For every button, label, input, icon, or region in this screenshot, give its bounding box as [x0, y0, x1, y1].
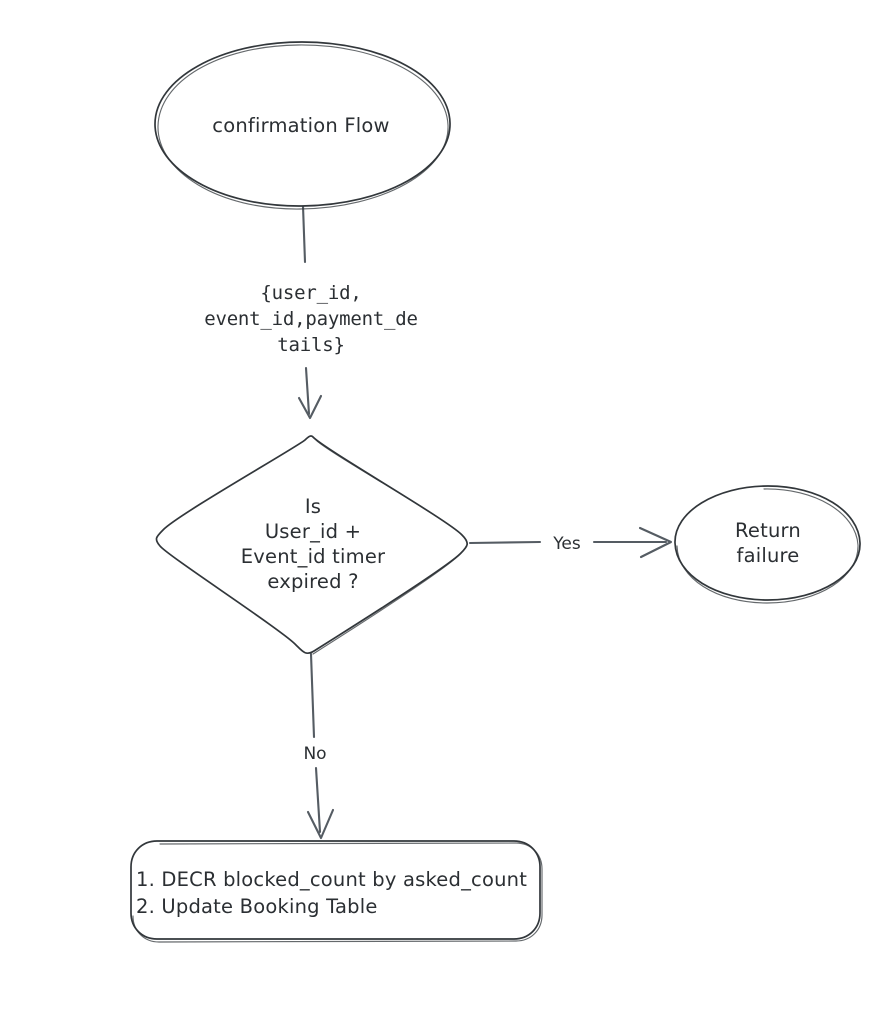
- process-line-2: 2. Update Booking Table: [136, 895, 378, 918]
- edge-payload-line-1: {user_id,: [260, 282, 361, 304]
- failure-ellipse-sketch-stroke: [676, 488, 859, 604]
- arrowhead-into-process: [306, 808, 335, 840]
- decision-diamond-sketch-stroke: [312, 439, 468, 655]
- decision-line-4: expired ?: [267, 570, 358, 593]
- process-rect-sketch-stroke: [132, 842, 543, 943]
- edge-payload-line-3: tails}: [277, 334, 344, 356]
- node-decision[interactable]: Is User_id + Event_id timer expired ?: [155, 435, 468, 655]
- edge-no-line-upper: [309, 652, 316, 739]
- node-failure[interactable]: Return failure: [674, 485, 861, 604]
- node-process[interactable]: 1. DECR blocked_count by asked_count 2. …: [130, 840, 543, 943]
- failure-line-2: failure: [737, 544, 800, 567]
- start-ellipse-sketch-stroke: [157, 44, 449, 210]
- edge-decision-to-process: [306, 652, 335, 840]
- edge-payload-line-2: event_id,payment_de: [204, 308, 418, 330]
- node-start[interactable]: confirmation Flow: [154, 41, 451, 210]
- process-rect-shape: [130, 840, 541, 940]
- edge-decision-to-failure: [468, 526, 673, 559]
- failure-line-1: Return: [735, 519, 801, 542]
- decision-line-1: Is: [305, 495, 321, 518]
- edge-line-lower: [304, 366, 311, 416]
- edge-start-to-decision: [297, 204, 323, 420]
- edge-label-yes: Yes: [552, 534, 581, 554]
- failure-ellipse-shape: [674, 485, 861, 601]
- start-label: confirmation Flow: [212, 114, 389, 137]
- edge-yes-line-left: [468, 540, 542, 545]
- start-ellipse-shape: [154, 41, 451, 207]
- edge-payload-label: {user_id, event_id,payment_de tails}: [204, 282, 418, 356]
- decision-line-3: Event_id timer: [241, 545, 386, 568]
- edge-label-no: No: [303, 744, 326, 764]
- edge-line-upper: [301, 204, 307, 264]
- edge-no-line-lower: [314, 766, 322, 834]
- process-line-1: 1. DECR blocked_count by asked_count: [136, 868, 527, 891]
- arrowhead-into-failure: [638, 526, 673, 559]
- decision-line-2: User_id +: [265, 520, 361, 543]
- arrowhead-into-decision: [297, 394, 323, 420]
